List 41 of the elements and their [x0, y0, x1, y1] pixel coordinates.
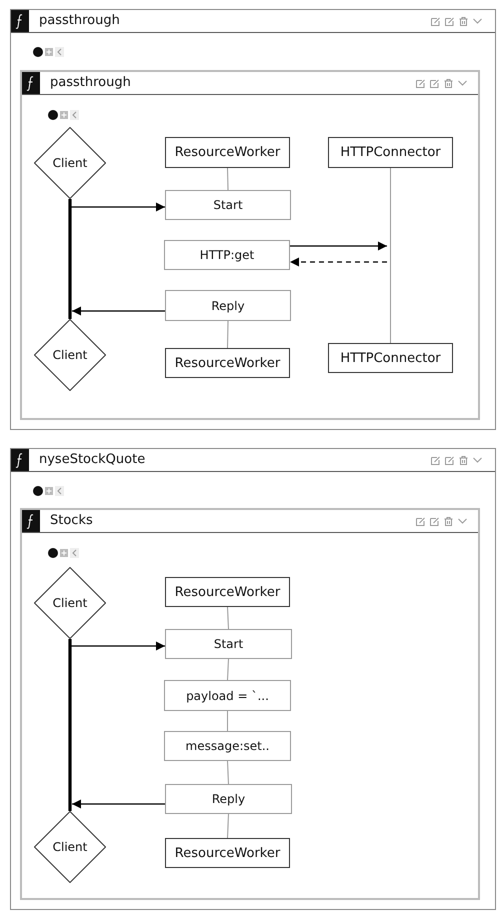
panel-title: passthrough [39, 13, 120, 28]
process-box: HTTP:get [164, 240, 290, 270]
process-box: payload = `... [164, 680, 291, 711]
arrow [70, 642, 165, 650]
lifeline [227, 658, 229, 680]
lifeline [227, 710, 228, 732]
process-box: Reply [165, 784, 292, 814]
arrow [72, 306, 165, 316]
panel-title: Stocks [50, 513, 93, 528]
panel [10, 448, 496, 910]
lifeline-header-box: ResourceWorker [165, 577, 290, 607]
lifeline-header-box: HTTPConnector [328, 137, 453, 168]
panel [10, 9, 496, 430]
lifeline [68, 199, 72, 319]
process-box: message:set.. [164, 731, 291, 761]
lifeline-header-box: ResourceWorker [165, 348, 290, 378]
lifeline-header-box: ResourceWorker [165, 137, 290, 168]
process-box: Start [165, 190, 291, 220]
lifeline-header-box: HTTPConnector [328, 343, 453, 373]
lifeline [227, 168, 228, 190]
decision-diamond: Client [34, 811, 106, 883]
decision-diamond: Client [34, 567, 106, 639]
process-box: Start [165, 629, 292, 659]
arrow [290, 242, 387, 250]
process-box: Reply [165, 290, 291, 321]
arrow [290, 258, 387, 266]
decision-diamond: Client [34, 319, 106, 391]
panel [20, 508, 480, 900]
lifeline [68, 639, 72, 811]
lifeline [227, 760, 229, 784]
lifeline [227, 814, 229, 838]
arrow [72, 800, 165, 808]
lifeline [390, 168, 391, 344]
lifeline [227, 606, 229, 630]
panel [20, 70, 480, 420]
decision-diamond: Client [34, 127, 106, 199]
panel-title: nyseStockQuote [39, 452, 146, 467]
lifeline-header-box: ResourceWorker [165, 838, 290, 868]
lifeline [227, 320, 228, 348]
arrow [70, 202, 165, 212]
panel-title: passthrough [50, 75, 131, 90]
